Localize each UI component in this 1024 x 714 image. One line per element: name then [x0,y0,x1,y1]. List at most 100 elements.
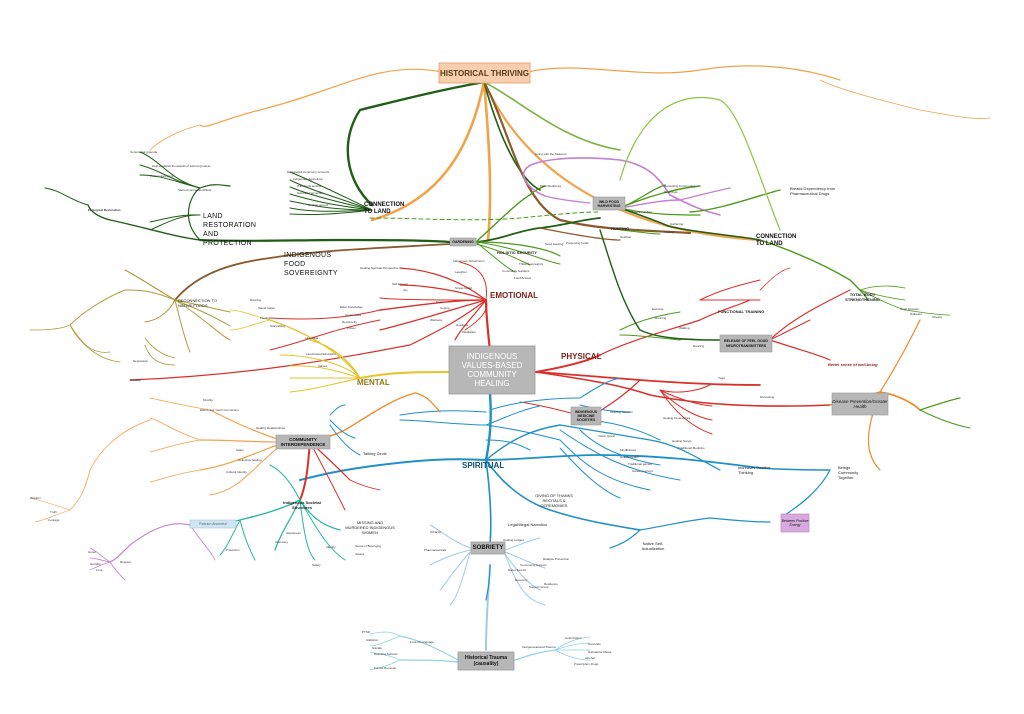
connection-land-right[interactable]: CONNECTION TO LAND [756,234,797,247]
indigenous-societal[interactable]: Indigenous Societal Structures [283,500,321,510]
historical-trauma-title[interactable]: Historical Trauma (causality) [458,652,514,670]
leaf-label: Fishing [664,230,674,234]
leaf-label: Tribal Sovereignty [519,262,544,266]
leaf-label: Recovery [515,578,528,582]
leaf-label: Ceremonies [345,313,362,317]
connection-land-left[interactable]: CONNECTION TO LAND [364,202,405,215]
connection-land-left-branches [44,151,452,244]
functional-training[interactable]: FUNCTIONAL TRAINING [718,309,765,314]
relearn-title[interactable]: Relearn Ancestral [199,522,227,526]
leaf-label: Laughter [455,270,467,274]
community-box[interactable] [275,434,331,450]
historical-thriving-box[interactable] [438,62,531,84]
leaf-label: Gratitude [456,323,469,327]
trauma-branches [369,631,591,671]
disease-box[interactable] [831,392,889,416]
spiritual-label[interactable]: SPIRITUAL [462,461,505,470]
mental-label[interactable]: MENTAL [357,378,390,387]
talking-circle[interactable]: Talking Circle [363,451,387,456]
leaf-label: Coping [440,306,450,310]
sobriety-box[interactable] [470,541,506,555]
wild-food-title[interactable]: WILD FOOD HARVESTING [597,199,621,208]
leaf-label: Harvesting [760,395,775,399]
gardening-title[interactable]: GARDENING [452,240,474,244]
leaf-label: Obesity [932,315,943,319]
leaf-label: Ceremonial grounds [130,150,158,154]
leaf-label: Indigenous Agriculture [293,177,323,181]
leaf-label: Traditional Medicine [678,446,705,450]
leaf-label: Help establish thousands of sacred groun… [152,164,211,168]
leaf-label: Values [318,364,327,368]
leaf-label: Nutrition [620,235,632,239]
leaf-label: Protection [226,548,240,552]
positive-energy-box[interactable] [780,513,810,533]
land-restoration[interactable]: LAND RESTORATION AND PROTECTION [203,213,257,247]
leaf-label: Sacred connection/Ritual [178,188,212,192]
leaf-label: Food Access [514,276,532,280]
leaf-label: Trust [436,300,443,304]
trauma-line1: Historical Trauma [465,655,507,661]
leaf-label: Elders and Youth Connection [200,408,239,412]
release-title[interactable]: RELEASE OF FEEL GOOD NEUROTRANSMITTERS [724,339,768,348]
beings-together[interactable]: Beings Community Together [838,465,859,480]
leaf-label: Humility [90,562,101,566]
leaf-label: Resilience [544,582,558,586]
total-body[interactable]: TOTAL BODY STRENGTHENING [845,292,880,302]
center-box[interactable] [448,345,536,395]
trauma-box[interactable] [457,651,515,671]
leaf-label: PTSD [362,630,371,634]
disease-title[interactable]: Disease Prevention/Greater Health [832,398,888,410]
leaf-label: Sense of Belonging [355,544,382,548]
mental-branches [229,309,451,393]
leaf-label: Advocacy [275,540,289,544]
leaf-label: Seed keeping [545,242,564,246]
holistic-security[interactable]: HOLISTIC SECURITY [497,250,538,255]
leaf-label: Clans [236,448,244,452]
breaks-dependency[interactable]: Breaks Dependency from Pharmaceutical Dr… [790,186,836,196]
leaf-label: Love [96,568,103,572]
leaf-label: Meditation [462,330,476,334]
leaf-label: Suicide [372,646,382,650]
gardening-box[interactable] [449,237,477,247]
native-self[interactable]: Native Self-Actualization [641,541,665,551]
center-line3: COMMUNITY [467,370,517,379]
increases-positive[interactable]: Increases Positive Thinking [738,465,771,475]
medicine-title[interactable]: INDIGENOUS MEDICINE SOCIETIES [574,410,598,422]
hunting[interactable]: HUNTING [611,226,630,231]
leaf-label: Canoe journeys [632,469,654,473]
medicine-box[interactable] [570,406,602,426]
leaf-label: Vision Quest [598,434,615,438]
leaf-label: Pharmaceuticals [424,548,447,552]
spiritual-branches [299,377,831,549]
community-title[interactable]: COMMUNITY INTERDEPENDENCE [280,437,326,447]
center-title[interactable]: INDIGENOUS VALUES-BASED COMMUNITY HEALIN… [449,346,535,394]
legal-illegal[interactable]: Legal/Illegal Narcotics [508,522,548,527]
historical-thriving-branches [199,65,841,242]
leaf-label: Healthy Relationships [256,426,286,430]
leaf-label: Support Group [529,585,549,589]
leaf-label: Addiction [366,638,379,642]
leaf-label: Boarding Schools [374,652,398,656]
historical-thriving-title[interactable]: HISTORICAL THRIVING [439,68,530,78]
leaf-label: Living with the Seasons [535,152,567,156]
sobriety-title[interactable]: SOBRIETY [472,545,504,551]
leaf-label: Reciprocity [342,320,357,324]
leaf-label: Teachings [664,190,678,194]
wild-food-box[interactable] [592,196,626,211]
positive-energy-title[interactable]: Between Positive Energy [781,518,809,528]
missing-women[interactable]: MISSING AND MURDERED INDIGENOUS WOMEN [345,520,395,535]
emotional-label[interactable]: EMOTIONAL [490,291,538,300]
leaf-label: Diabetes [910,312,922,316]
physical-label[interactable]: PHYSICAL [561,352,602,361]
reconnection-native[interactable]: RECONNECTION TO NATIVE FOODS [178,298,217,308]
leaf-label: Self Esteem [392,282,409,286]
leaf-label: Dancing [250,298,262,302]
giving-thanks[interactable]: GIVING OF THANKS RECITALS & CEREMONIES [535,493,573,508]
food-sovereignty[interactable]: INDIGENOUS FOOD SOVEREIGNTY [284,252,338,277]
better-sense[interactable]: Better sense of well-being [828,362,878,367]
leaf-label: Language [305,336,319,340]
leaf-label: Respect [120,560,132,564]
relearn-box[interactable] [189,519,237,529]
leaf-label: Kinship [203,398,213,402]
release-box[interactable] [719,334,773,353]
